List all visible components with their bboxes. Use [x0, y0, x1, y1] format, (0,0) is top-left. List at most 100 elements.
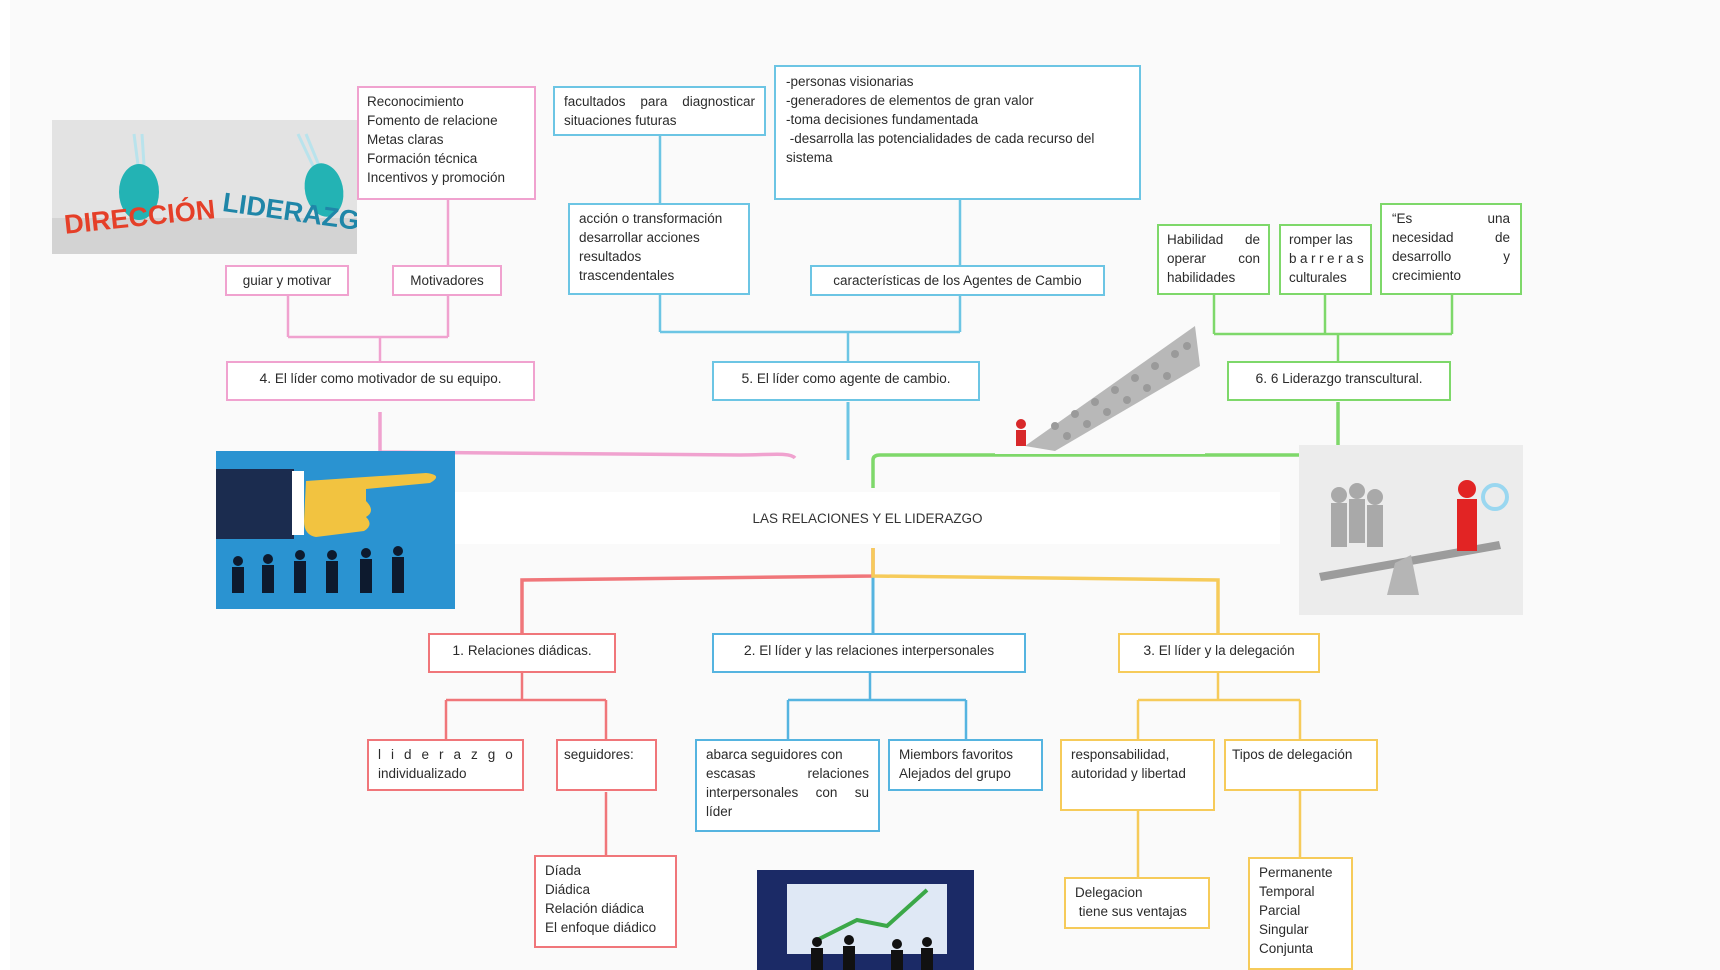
accion-line: desarrollar acciones: [579, 230, 700, 245]
motivadores-node[interactable]: Motivadores: [392, 265, 502, 296]
facultados-line: facultados para diagnosticar: [564, 94, 755, 109]
es-una-line: crecimiento: [1392, 268, 1462, 283]
romper-line: culturales: [1289, 270, 1347, 285]
abarca-line: abarca seguidores con: [706, 747, 843, 762]
tipos-delegacion-label: Tipos de delegación: [1232, 747, 1353, 762]
miembros-line: Alejados del grupo: [899, 766, 1011, 781]
presentation-team-icon: [757, 870, 974, 970]
branch-4-title[interactable]: 4. El líder como motivador de su equipo.: [226, 361, 535, 401]
branch-6-number: 6.: [1255, 370, 1268, 386]
tipo-item: Permanente: [1259, 865, 1333, 880]
blue2-connector: [786, 672, 968, 740]
habilidad-line: Habilidad de: [1167, 232, 1260, 247]
liderazgo-line: liderazgo: [378, 747, 523, 762]
diada-line: Díada: [545, 863, 582, 878]
personas-line: -toma decisiones fundamentada: [786, 112, 979, 127]
romper-node[interactable]: romper las barreras culturales: [1279, 224, 1372, 295]
abarca-line: interpersonales con su: [706, 785, 869, 800]
green-connector: [1212, 294, 1454, 362]
diada-line: Diádica: [545, 882, 591, 897]
tipos-list-node[interactable]: Permanente Temporal Parcial Singular Con…: [1248, 857, 1353, 970]
habilidad-node[interactable]: Habilidad de operar con habilidades: [1157, 224, 1270, 295]
facultados-node[interactable]: facultados para diagnosticar situaciones…: [553, 86, 766, 136]
motivadores-list[interactable]: Reconocimiento Fomento de relacione Meta…: [357, 86, 536, 200]
branch-1-label: Relaciones diádicas.: [467, 643, 592, 658]
caracteristicas-label: características de los Agentes de Cambio: [833, 273, 1082, 288]
accion-line: resultados: [579, 249, 642, 264]
delegacion-ventajas-node[interactable]: Delegacion tiene sus ventajas: [1064, 877, 1210, 929]
tipos-delegacion-node[interactable]: Tipos de delegación: [1224, 739, 1378, 791]
liderazgo-line: individualizado: [378, 766, 467, 781]
accion-line: acción o transformación: [579, 211, 723, 226]
yellow-connector: [1136, 672, 1302, 878]
pointing-hand-icon: [216, 451, 455, 609]
es-una-line: “Es una: [1392, 211, 1510, 226]
motivadores-label: Motivadores: [410, 273, 484, 288]
guiar-y-motivar-label: guiar y motivar: [242, 273, 332, 288]
guiar-y-motivar-node[interactable]: guiar y motivar: [225, 265, 349, 296]
personas-line: -personas visionarias: [786, 74, 914, 89]
branch-6-title[interactable]: 6. 6 Liderazgo transcultural.: [1227, 361, 1451, 401]
abarca-line: líder: [706, 804, 733, 819]
habilidad-line: operar con: [1167, 251, 1260, 266]
diada-line: Relación diádica: [545, 901, 645, 916]
es-una-node[interactable]: “Es una necesidad de desarrollo y crecim…: [1380, 203, 1522, 295]
romper-line: barreras: [1289, 251, 1368, 266]
red-connector: [444, 672, 608, 858]
accion-line: trascendentales: [579, 268, 675, 283]
branch-1-title[interactable]: 1. Relaciones diádicas.: [428, 633, 616, 673]
personas-line: -generadores de elementos de gran valor: [786, 93, 1034, 108]
accion-node[interactable]: acción o transformación desarrollar acci…: [568, 203, 750, 295]
balance-image: [1299, 445, 1523, 615]
branch-4-label: El líder como motivador de su equipo.: [274, 371, 502, 386]
diada-line: El enfoque diádico: [545, 920, 657, 935]
delegacion-line: tiene sus ventajas: [1075, 904, 1187, 919]
seguidores-label: seguidores:: [564, 747, 634, 762]
motivador-item: Metas claras: [367, 132, 444, 147]
personas-line: sistema: [786, 150, 833, 165]
responsabilidad-node[interactable]: responsabilidad, autoridad y libertad: [1060, 739, 1215, 811]
tipo-item: Parcial: [1259, 903, 1301, 918]
blue-connector: [658, 136, 962, 362]
motivador-item: Fomento de relacione: [367, 113, 498, 128]
green-connector: [871, 402, 1340, 488]
branch-6-label: 6 Liderazgo transcultural.: [1270, 371, 1423, 386]
tipo-item: Singular: [1259, 922, 1309, 937]
liderazgo-individualizado-node[interactable]: liderazgo individualizado: [367, 739, 524, 791]
pointing-hand-image: [216, 451, 455, 609]
responsabilidad-line: responsabilidad,: [1071, 747, 1170, 762]
branch-2-label: El líder y las relaciones interpersonale…: [759, 643, 995, 658]
branch-5-title[interactable]: 5. El líder como agente de cambio.: [712, 361, 980, 401]
balance-seesaw-icon: [1299, 445, 1523, 615]
branch-3-label: El líder y la delegación: [1158, 643, 1295, 658]
motivador-item: Incentivos y promoción: [367, 170, 506, 185]
motivador-item: Reconocimiento: [367, 94, 464, 109]
personas-node[interactable]: -personas visionarias -generadores de el…: [774, 65, 1141, 200]
abarca-node[interactable]: abarca seguidores con escasas relaciones…: [695, 739, 880, 832]
crowd-arrow-image: [995, 306, 1205, 454]
pink-connector: [286, 200, 450, 362]
crowd-arrow-icon: [1016, 326, 1200, 451]
central-topic-label: LAS RELACIONES Y EL LIDERAZGO: [752, 510, 983, 526]
es-una-line: desarrollo y: [1392, 249, 1510, 264]
branch-3-title[interactable]: 3. El líder y la delegación: [1118, 633, 1320, 673]
branch-5-number: 5.: [741, 370, 754, 386]
tipo-item: Conjunta: [1259, 941, 1314, 956]
responsabilidad-line: autoridad y libertad: [1071, 766, 1186, 781]
yellow-connector: [871, 548, 1220, 636]
miembros-line: Miembors favoritos: [899, 747, 1014, 762]
presentation-image: [757, 870, 974, 970]
seguidores-node[interactable]: seguidores:: [556, 739, 657, 791]
delegacion-line: Delegacion: [1075, 885, 1143, 900]
es-una-line: necesidad de: [1392, 230, 1510, 245]
caracteristicas-node[interactable]: características de los Agentes de Cambio: [810, 265, 1105, 296]
diada-node[interactable]: Díada Diádica Relación diádica El enfoqu…: [534, 855, 677, 948]
branch-2-title[interactable]: 2. El líder y las relaciones interperson…: [712, 633, 1026, 673]
central-topic[interactable]: LAS RELACIONES Y EL LIDERAZGO: [455, 492, 1280, 544]
direccion-liderazgo-logo: DIRECCIÓN LIDERAZGO: [52, 120, 357, 254]
miembros-node[interactable]: Miembors favoritos Alejados del grupo: [888, 739, 1043, 791]
tipo-item: Temporal: [1259, 884, 1315, 899]
facultados-line: situaciones futuras: [564, 113, 677, 128]
